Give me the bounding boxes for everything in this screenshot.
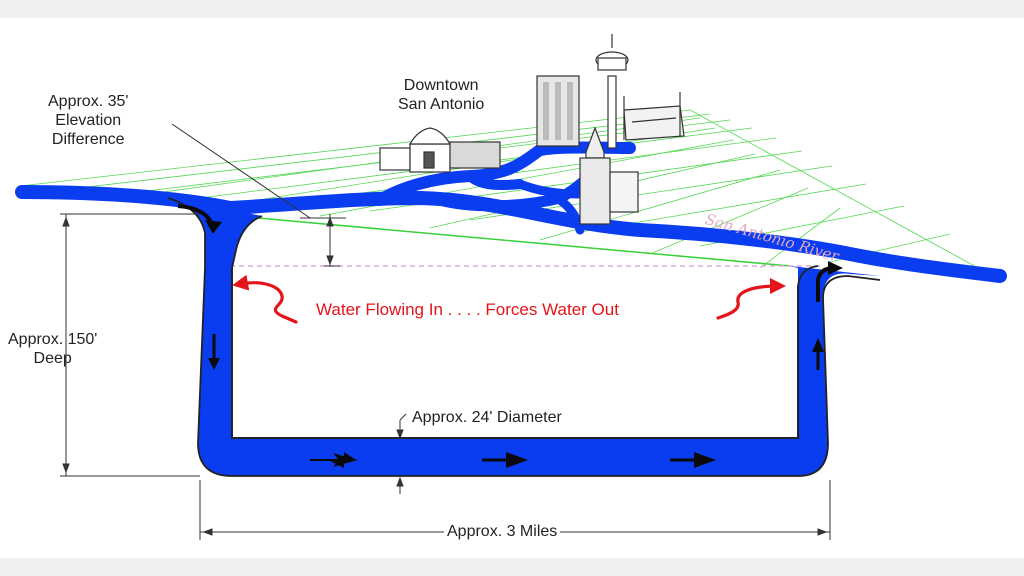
elevation-label-line2: Elevation (55, 112, 122, 130)
depth-label: Approx. 150' Deep (8, 330, 97, 368)
elevation-label-line1: Approx. 35' (48, 93, 129, 110)
length-label: Approx. 3 Miles (444, 522, 561, 542)
diagram-panel: Downtown San Antonio Approx. 35' Elevati… (0, 18, 1024, 558)
downtown-label-line1: Downtown (403, 77, 479, 94)
depth-label-line1: Approx. 150' (8, 331, 98, 348)
tall-office-tower (536, 75, 580, 147)
alamo-building (379, 127, 501, 173)
surface-river (15, 141, 1007, 283)
flow-caption: Water Flowing In . . . . Forces Water Ou… (316, 300, 619, 319)
elevation-label-line3: Difference (51, 131, 125, 149)
red-arrow-left (232, 274, 298, 324)
reference-lines (230, 217, 820, 267)
depth-label-line2: Deep (33, 350, 72, 368)
elevation-label: Approx. 35' Elevation Difference (48, 92, 128, 150)
diagram-canvas (15, 34, 1007, 540)
alamodome (623, 92, 685, 141)
downtown-label-line2: San Antonio (398, 96, 485, 114)
tower-of-the-americas (595, 34, 629, 149)
downtown-buildings (379, 34, 685, 225)
diameter-label: Approx. 24' Diameter (412, 409, 562, 426)
tunnel-water (168, 198, 880, 476)
tunnel (167, 197, 881, 477)
flow-arrows (177, 204, 843, 468)
dimension-lines (60, 123, 831, 540)
red-arrow-right (716, 278, 786, 320)
tower-life-building (579, 126, 639, 225)
downtown-label: Downtown San Antonio (398, 76, 484, 114)
pressure-arrows (232, 274, 786, 324)
